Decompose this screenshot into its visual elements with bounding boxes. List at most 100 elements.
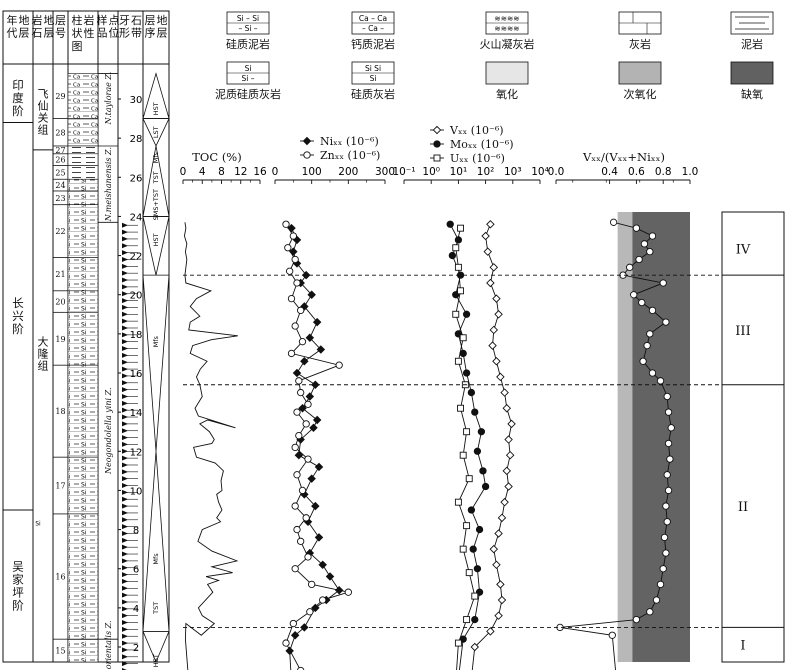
legend-label: 次氧化: [624, 87, 657, 101]
depth-tick-label: 30: [130, 95, 143, 106]
formation-label: 仙: [38, 100, 49, 113]
x-tick-label: 10¹: [450, 166, 468, 178]
data-point: [462, 310, 471, 318]
data-point: [462, 369, 471, 377]
lithology-block: [67, 456, 99, 515]
data-point: [457, 404, 465, 412]
stage-label: 长: [12, 296, 24, 310]
bed-number: 18: [55, 407, 65, 416]
data-point: [286, 267, 294, 275]
x-tick-label: 0: [272, 166, 279, 178]
data-point: [457, 224, 465, 232]
series-diamond-open: [470, 220, 516, 670]
data-point: [290, 631, 300, 640]
data-point: [302, 136, 312, 146]
data-point: [433, 154, 441, 162]
data-point: [312, 317, 322, 327]
strat-header-text: 地: [19, 14, 30, 27]
data-point: [335, 361, 343, 369]
strat-header-text: 号: [55, 27, 66, 40]
data-point: [664, 408, 673, 416]
legend-item-anoxic: 缺氧: [730, 61, 774, 101]
lithology-block: [67, 145, 99, 155]
data-point: [452, 310, 460, 318]
data-point: [291, 443, 299, 452]
data-point: [664, 439, 673, 448]
formation-label: 隆: [38, 346, 49, 360]
data-point: [304, 400, 312, 408]
bed-number: 16: [55, 573, 65, 582]
data-point: [309, 423, 318, 433]
data-point: [314, 462, 324, 472]
strat-header-text: 石: [32, 27, 43, 40]
data-point: [502, 403, 512, 413]
data-point: [295, 431, 303, 440]
data-point: [291, 322, 299, 330]
strat-header-text: 牙: [119, 14, 130, 27]
redox-region: [556, 212, 618, 662]
data-point: [656, 580, 665, 589]
x-tick-label: 10⁻¹: [392, 166, 415, 178]
lithology-block: [67, 513, 99, 640]
legend-label: Moₓₓ (10⁻⁶): [450, 138, 514, 151]
bed-number: 22: [55, 227, 65, 236]
legend-item-si-mud: Si – Si– Si –硅质泥岩: [226, 11, 270, 51]
data-point: [626, 263, 634, 271]
si-mark: Si: [35, 521, 41, 528]
formation-label: 组: [38, 358, 49, 372]
x-tick-label: 10⁰: [422, 166, 440, 178]
data-point: [287, 294, 296, 303]
data-point: [470, 642, 480, 652]
legend-label: 灰岩: [629, 37, 651, 51]
legend-swatch: [618, 61, 662, 85]
data-point: [662, 318, 670, 326]
data-point: [297, 666, 305, 670]
legend-label: 硅质灰岩: [351, 87, 395, 101]
data-point: [467, 506, 476, 514]
data-point: [662, 549, 670, 557]
series-circle-open: [282, 220, 352, 670]
strat-header-text: 代: [7, 27, 18, 40]
series-legend-v-mo-u: Vₓₓ (10⁻⁶)Moₓₓ (10⁻⁶)Uₓₓ (10⁻⁶): [430, 124, 514, 165]
data-point: [667, 424, 675, 432]
stage-label: 印: [12, 78, 24, 92]
data-point: [659, 279, 667, 287]
depth-tick-label: 8: [133, 526, 139, 537]
data-point: [459, 545, 467, 553]
formation-label: 关: [38, 111, 49, 125]
data-point: [293, 525, 301, 534]
series-legend-ni-zn: Niₓₓ (10⁻⁶)Znₓₓ (10⁻⁶): [300, 135, 380, 162]
data-point: [489, 325, 499, 335]
data-point: [494, 611, 503, 620]
legend-glyph: ≋≋≋≋: [494, 14, 519, 23]
bed-number: 26: [55, 156, 65, 165]
legend-item-limestone: 灰岩: [618, 11, 662, 51]
formation-label: 大: [38, 334, 49, 348]
stage-label: 度: [12, 91, 24, 105]
legend-item-ca-mud: Ca – Ca– Ca –钙质泥岩: [351, 11, 395, 51]
strat-header-text: 石: [131, 14, 142, 27]
data-point: [483, 247, 492, 256]
legend-item-oxic: 氧化: [485, 61, 529, 101]
data-point: [311, 603, 320, 613]
data-point: [292, 368, 302, 378]
strat-header-text: 样: [97, 13, 108, 27]
data-point: [452, 244, 460, 252]
data-point: [319, 596, 327, 604]
legend-swatch: [730, 61, 774, 85]
data-point: [304, 553, 312, 561]
data-point: [494, 310, 503, 319]
depth-tick-label: 2: [133, 643, 139, 654]
x-tick-label: 1.0: [682, 166, 699, 178]
data-point: [300, 357, 309, 366]
legend-glyph: – Ca –: [362, 24, 384, 33]
data-point: [289, 232, 297, 240]
data-point: [463, 616, 471, 624]
strat-header-text: 层: [55, 14, 66, 27]
data-point: [432, 125, 442, 135]
